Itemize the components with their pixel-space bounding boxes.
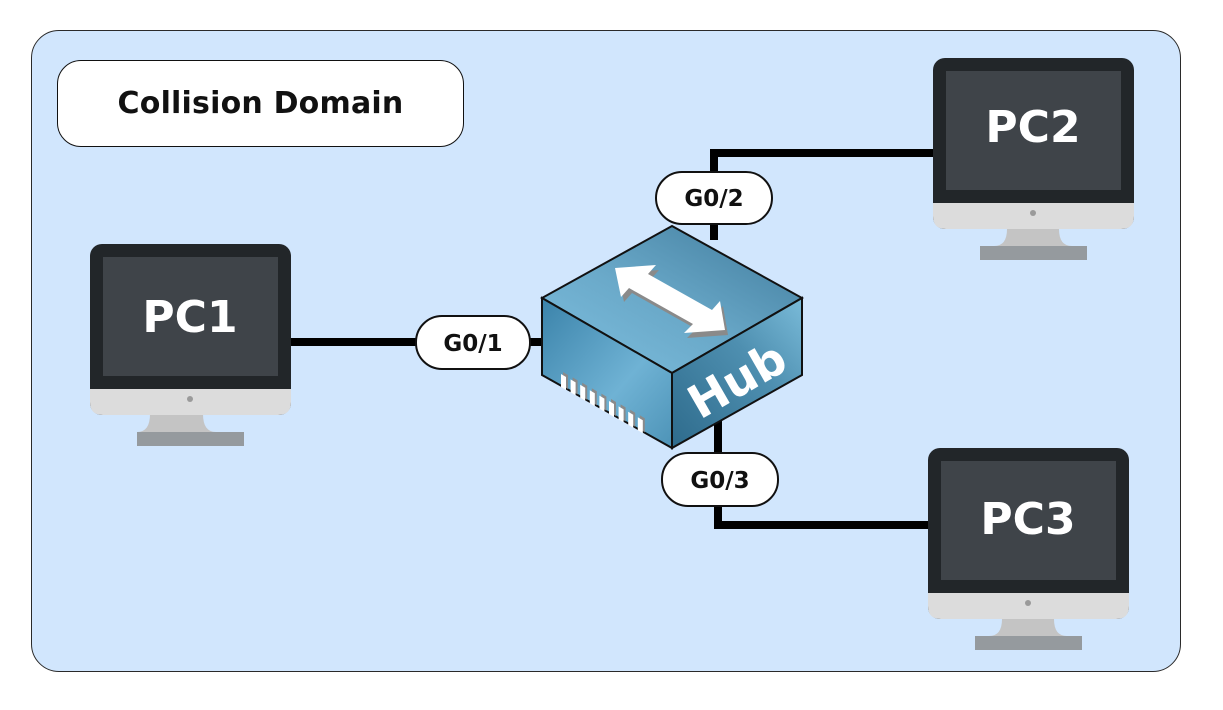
monitor-icon xyxy=(928,448,1129,650)
hub-port xyxy=(570,379,576,396)
hub-port xyxy=(561,374,566,390)
hub-port xyxy=(580,384,586,401)
pc1-monitor[interactable]: PC1 xyxy=(90,244,291,446)
hub-port-leds xyxy=(561,372,645,434)
port-label-g0-1: G0/1 xyxy=(415,315,531,370)
port-label-g0-3: G0/3 xyxy=(661,452,779,507)
collision-domain-title: Collision Domain xyxy=(117,86,404,121)
hub-port xyxy=(637,417,643,434)
svg-text:G0/1: G0/1 xyxy=(443,331,502,357)
hub-port xyxy=(599,395,605,412)
pc3-label: PC3 xyxy=(980,494,1075,545)
pc3-monitor[interactable]: PC3 xyxy=(928,448,1129,650)
hub-port xyxy=(589,390,595,407)
hub-right-face xyxy=(671,296,803,450)
svg-text:G0/3: G0/3 xyxy=(690,468,749,494)
pc2-monitor[interactable]: PC2 xyxy=(933,58,1134,260)
hub-port xyxy=(628,411,634,428)
port-label-g0-2: G0/2 xyxy=(655,171,773,225)
hub-port xyxy=(609,401,614,417)
bidirectional-arrow-icon xyxy=(615,265,728,338)
hub-device[interactable]: Hub xyxy=(539,224,805,450)
pc1-label: PC1 xyxy=(142,292,237,343)
svg-text:G0/2: G0/2 xyxy=(684,186,743,212)
monitor-icon xyxy=(90,244,291,446)
monitor-icon xyxy=(933,58,1134,260)
pc2-label: PC2 xyxy=(985,102,1080,153)
collision-domain-title-box: Collision Domain xyxy=(57,60,464,147)
hub-port xyxy=(618,406,624,423)
